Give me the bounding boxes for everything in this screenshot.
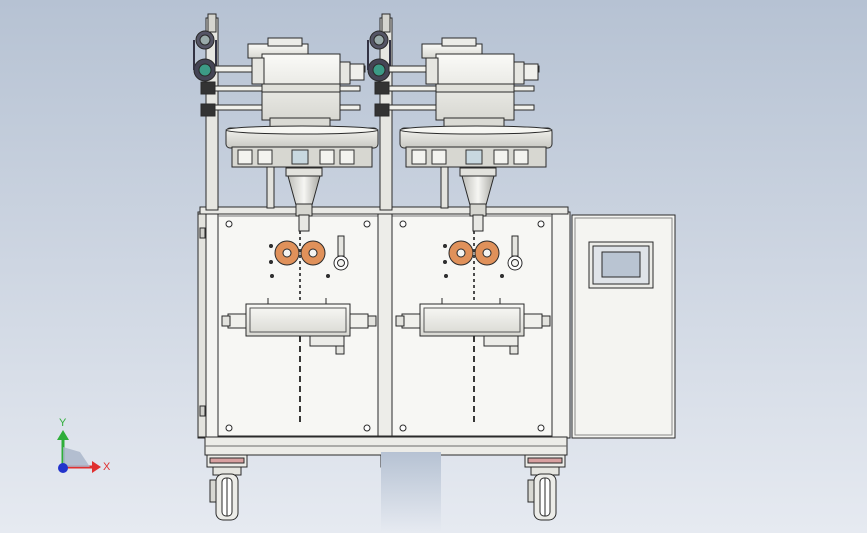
center-divider: [377, 213, 393, 437]
film-rollers: [274, 240, 326, 266]
sealing-jaw-assembly: [221, 298, 377, 355]
hmi-touch-panel[interactable]: [588, 241, 654, 289]
caster-wheel-left: [206, 454, 248, 521]
rotary-dosing-disc: [225, 125, 379, 168]
drive-sprocket: [193, 30, 217, 82]
caster-wheel-right: [381, 452, 566, 532]
packaging-machine: [193, 13, 676, 521]
coordinate-triad: Y X: [57, 417, 111, 473]
y-axis-label: Y: [59, 417, 67, 429]
cabinet-side-strip: [197, 213, 207, 438]
filling-station-left: [193, 13, 379, 521]
filling-cone: [285, 167, 323, 232]
x-axis-label: X: [103, 461, 111, 473]
motor-gearbox: [247, 37, 365, 129]
hmi-screen[interactable]: [601, 251, 641, 278]
tension-lever[interactable]: [333, 235, 349, 271]
z-axis-dot: [58, 463, 68, 473]
xy-plane-patch: [63, 447, 90, 467]
